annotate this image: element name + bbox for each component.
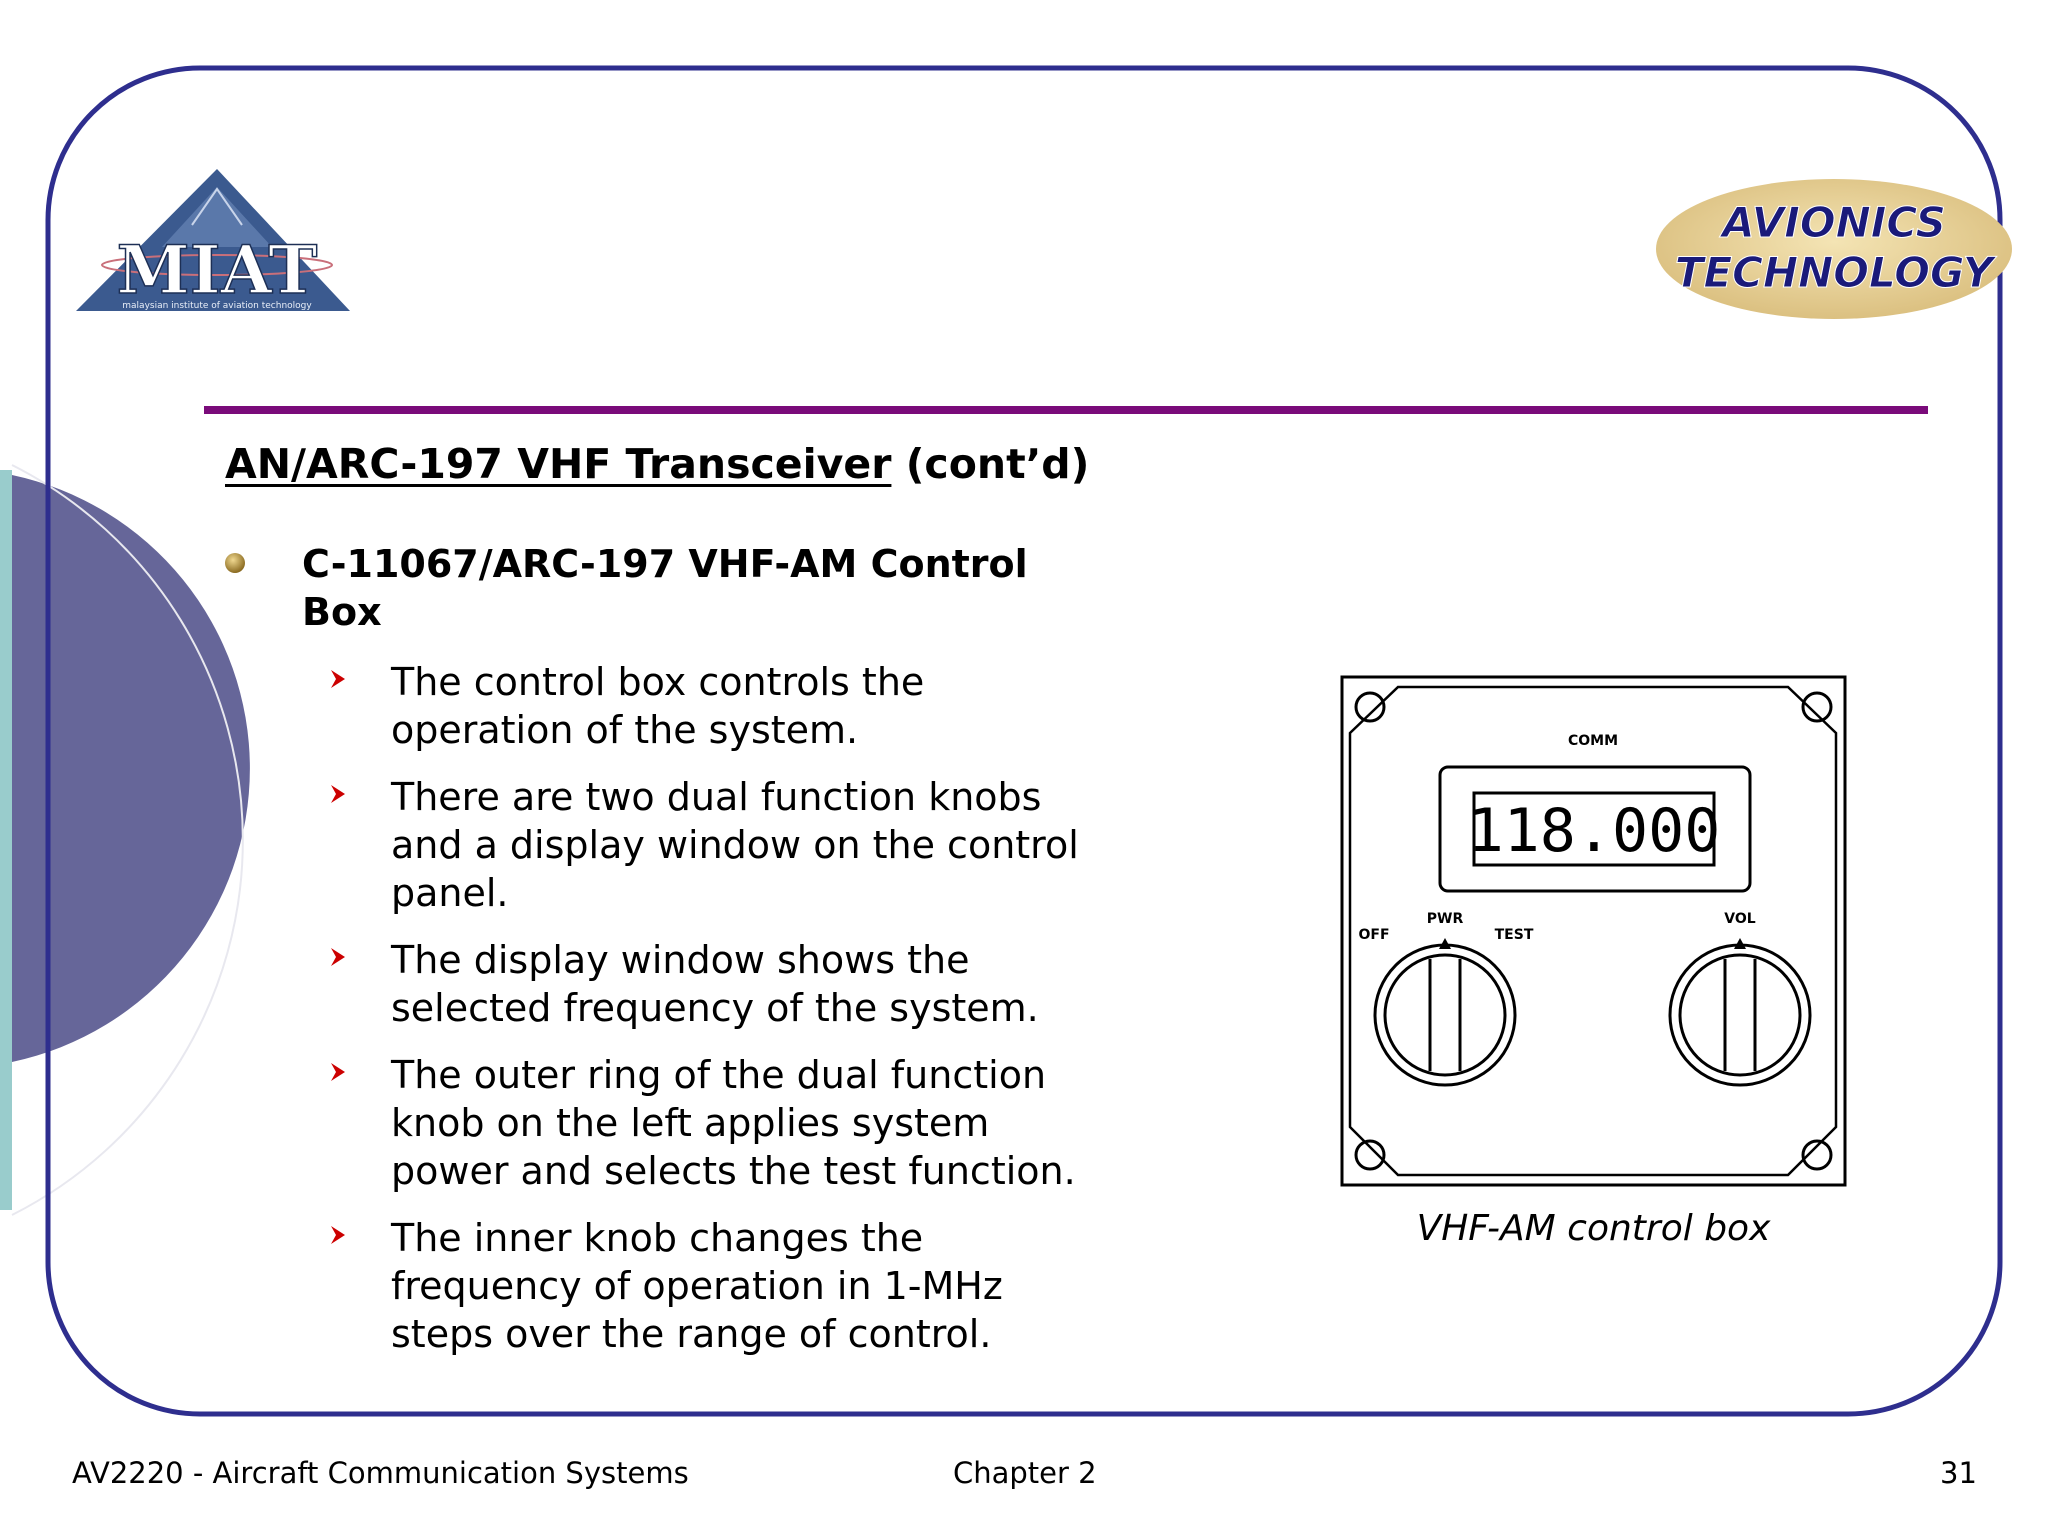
knob-label-off: OFF <box>1358 927 1389 943</box>
knob-label-pwr: PWR <box>1427 911 1464 927</box>
list-item-text: The outer ring of the dual function knob… <box>391 1053 1076 1193</box>
arrow-bullet-icon <box>331 948 345 966</box>
list-item-text: There are two dual function knobs and a … <box>391 775 1079 915</box>
left-accent-circle <box>12 475 250 1062</box>
badge-line-1: AVIONICS <box>1719 198 1946 247</box>
list-item: The display window shows the selected fr… <box>330 936 1090 1032</box>
logo-text: MIAT <box>117 231 318 309</box>
list-item: There are two dual function knobs and a … <box>330 773 1090 917</box>
panel-comm-label: COMM <box>1568 733 1618 749</box>
title-rule <box>204 406 1928 414</box>
slide-title-suffix: (cont’d) <box>891 440 1090 488</box>
footer-course: AV2220 - Aircraft Communication Systems <box>72 1456 689 1490</box>
slide-title: AN/ARC-197 VHF Transceiver (cont’d) <box>225 440 1089 488</box>
vhf-control-box-figure: COMM 118.000 OFF PWR TEST VOL <box>1340 675 1847 1187</box>
slide-frame <box>45 65 2003 1417</box>
knob-label-test: TEST <box>1495 927 1534 943</box>
arrow-bullet-icon <box>331 670 345 688</box>
slide-title-main: AN/ARC-197 VHF Transceiver <box>225 440 892 488</box>
left-accent-arc <box>11 464 244 1216</box>
footer-page-number: 31 <box>1940 1456 1977 1490</box>
round-bullet-icon <box>225 553 245 573</box>
footer-chapter: Chapter 2 <box>953 1456 1097 1490</box>
list-item: The inner knob changes the frequency of … <box>330 1214 1090 1358</box>
list-item: The outer ring of the dual function knob… <box>330 1051 1090 1195</box>
avionics-technology-badge: AVIONICS TECHNOLOGY <box>1656 179 2012 319</box>
arrow-bullet-icon <box>331 1226 345 1244</box>
left-accent-strip <box>0 470 12 1210</box>
logo-subtext: malaysian institute of aviation technolo… <box>122 301 312 311</box>
sub-bullet-list: The control box controls the operation o… <box>330 658 1090 1377</box>
knob-label-vol: VOL <box>1724 911 1755 927</box>
list-item-text: The control box controls the operation o… <box>391 660 925 752</box>
list-item: The control box controls the operation o… <box>330 658 1090 754</box>
arrow-bullet-icon <box>331 785 345 803</box>
list-item-text: The inner knob changes the frequency of … <box>391 1216 1003 1356</box>
main-bullet-text: C-11067/ARC-197 VHF-AM Control Box <box>302 542 1028 634</box>
badge-line-2: TECHNOLOGY <box>1675 248 1997 297</box>
list-item-text: The display window shows the selected fr… <box>391 938 1039 1030</box>
arrow-bullet-icon <box>331 1063 345 1081</box>
figure-caption: VHF-AM control box <box>1416 1208 1771 1249</box>
frequency-display: 118.000 <box>1468 796 1721 866</box>
miat-logo: MIAT malaysian institute of aviation tec… <box>76 169 350 311</box>
